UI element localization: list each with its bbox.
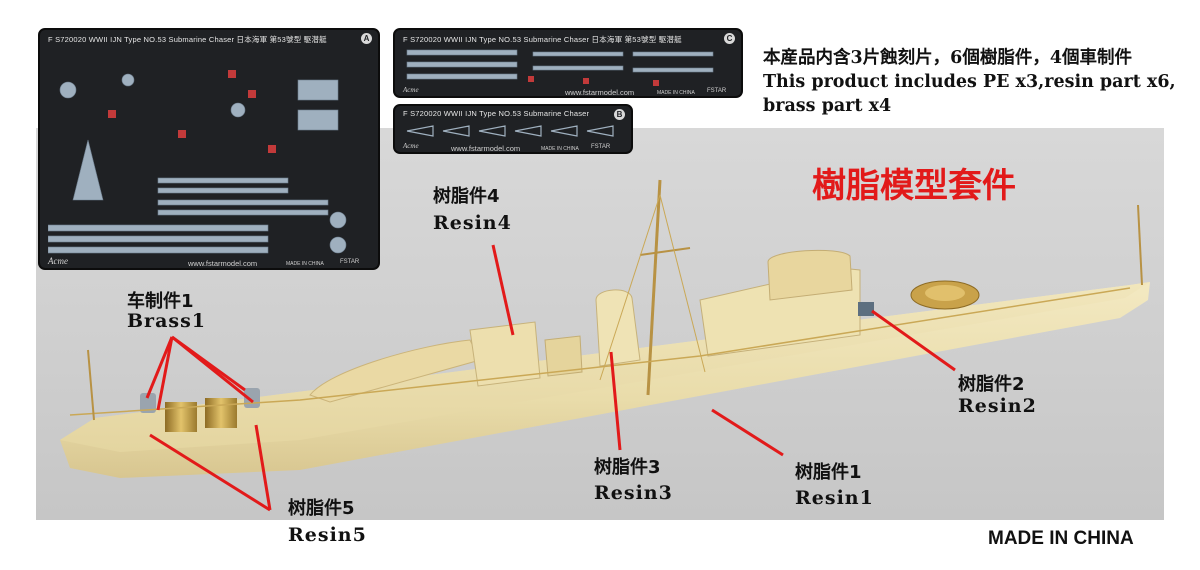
label-resin2-en: Resin2	[958, 395, 1037, 417]
pe-fret-c: F S720020 WWII IJN Type NO.53 Submarine …	[393, 28, 743, 98]
fret-a-brand: Acme	[48, 256, 68, 266]
label-resin4-cn: 树脂件4	[433, 186, 500, 207]
fret-a-title: F S720020 WWII IJN Type NO.53 Submarine …	[48, 35, 327, 44]
label-resin2-cn: 树脂件2	[958, 374, 1025, 395]
made-in-china: MADE IN CHINA	[988, 528, 1134, 549]
fret-b-letter: B	[614, 109, 625, 120]
fret-c-title: F S720020 WWII IJN Type NO.53 Submarine …	[403, 35, 682, 44]
label-brass1-cn: 车制件1	[127, 291, 194, 312]
resin2-part	[858, 302, 874, 316]
resin4-deckhouse	[469, 321, 541, 387]
fret-b-brand: Acme	[403, 142, 419, 150]
bridge-roof	[767, 249, 853, 301]
product-line-en-1: This product includes PE x3,resin part x…	[763, 72, 1176, 92]
fret-c-brand: Acme	[403, 86, 419, 94]
fret-b-url: www.fstarmodel.com	[451, 144, 521, 153]
callout-lines	[145, 244, 956, 512]
deck-railing	[69, 287, 1131, 416]
fret-b-maker: FSTAR	[591, 144, 611, 150]
fret-a-url: www.fstarmodel.com	[188, 259, 258, 268]
label-resin3-en: Resin3	[594, 482, 673, 504]
fret-a-maker: FSTAR	[340, 259, 360, 265]
fret-b-parts	[406, 125, 614, 137]
label-resin1-en: Resin1	[795, 487, 874, 509]
fret-a-letter: A	[361, 33, 372, 44]
fret-c-url: www.fstarmodel.com	[565, 88, 635, 97]
gun-platform-center	[925, 285, 965, 301]
label-brass1-en: Brass1	[127, 310, 206, 332]
pe-fret-b: F S720020 WWII IJN Type NO.53 Submarine …	[393, 104, 633, 154]
mast-stay-2	[659, 194, 706, 373]
product-line-cn: 本産品内含3片蝕刻片，6個樹脂件，4個車制件	[763, 48, 1133, 68]
stern-rack-2	[205, 398, 237, 428]
torpedo-hump	[309, 339, 481, 403]
label-resin3-cn: 树脂件3	[594, 457, 661, 478]
fret-b-title: F S720020 WWII IJN Type NO.53 Submarine …	[403, 109, 590, 118]
product-line-en-2: brass part x4	[763, 96, 892, 116]
pe-fret-a: F S720020 WWII IJN Type NO.53 Submarine …	[38, 28, 380, 270]
mast-stay	[599, 194, 661, 381]
main-mast	[646, 179, 662, 396]
mast-yard	[639, 247, 691, 256]
fret-c-letter: C	[724, 33, 735, 44]
bow-jackstaff	[1137, 204, 1143, 286]
label-resin4-en: Resin4	[433, 212, 512, 234]
kit-title: 樹脂模型套件	[812, 166, 1016, 206]
fret-c-origin: MADE IN CHINA	[657, 90, 695, 96]
label-resin1-cn: 树脂件1	[795, 462, 862, 483]
fret-a-parts	[48, 70, 347, 254]
stern-flagstaff	[87, 349, 95, 421]
label-resin5-cn: 树脂件5	[288, 498, 355, 519]
resin3-funnel	[595, 289, 641, 367]
brass1-part-a	[140, 393, 156, 413]
small-deck-box	[544, 335, 583, 377]
label-resin5-en: Resin5	[288, 524, 367, 546]
fret-b-origin: MADE IN CHINA	[541, 146, 579, 152]
fret-c-maker: FSTAR	[707, 88, 727, 94]
fret-c-parts	[406, 49, 714, 86]
fret-a-origin: MADE IN CHINA	[286, 261, 324, 267]
